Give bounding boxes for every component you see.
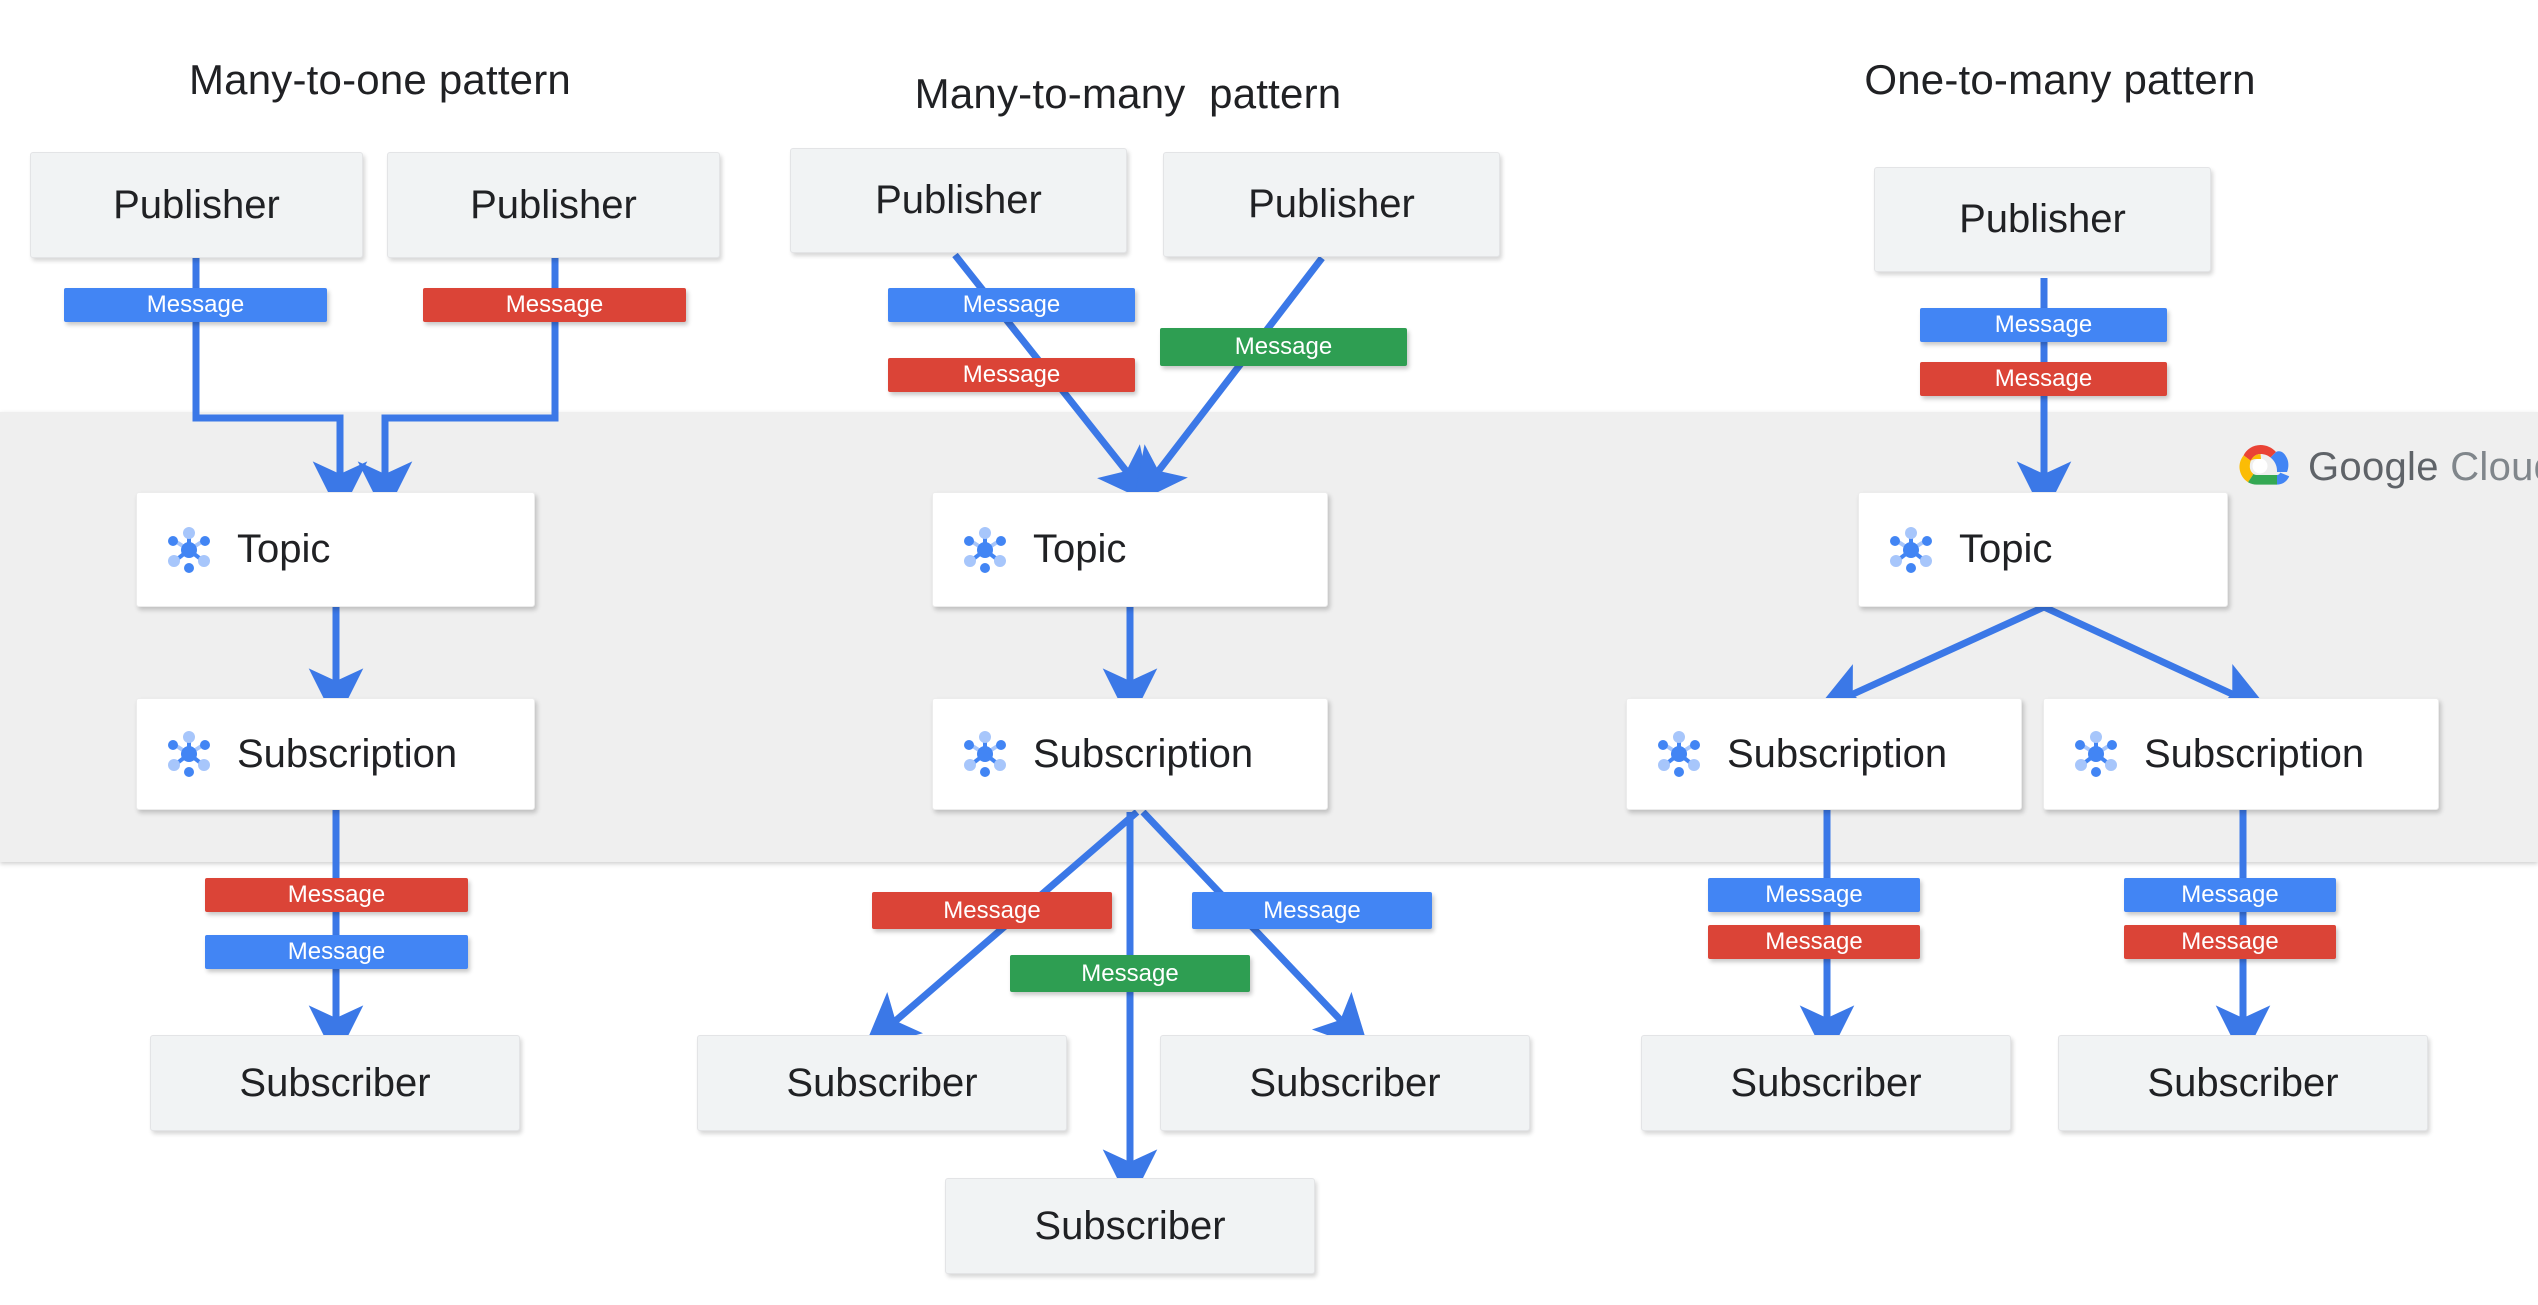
publisher-box-c2-1[interactable]: Publisher xyxy=(790,148,1127,253)
message-chip-c1-deliver-2[interactable]: Message xyxy=(205,935,468,969)
publisher-label: Publisher xyxy=(1959,197,2126,241)
column-title-many-to-one: Many-to-one pattern xyxy=(188,56,571,103)
message-chip-c2-deliver-2[interactable]: Message xyxy=(1192,892,1432,929)
subscriber-box-c3-2[interactable]: Subscriber xyxy=(2058,1035,2428,1131)
subscription-label: Subscription xyxy=(237,731,458,776)
subscriber-box-c3-1[interactable]: Subscriber xyxy=(1641,1035,2011,1131)
topic-label: Topic xyxy=(237,527,331,571)
topic-label: Topic xyxy=(1959,527,2053,571)
message-chip-c2-publish-3[interactable]: Message xyxy=(1160,328,1407,366)
publisher-box-c2-2[interactable]: Publisher xyxy=(1163,152,1500,257)
subscriber-label: Subscriber xyxy=(2147,1060,2339,1105)
message-chip-c2-publish-2[interactable]: Message xyxy=(888,358,1135,392)
subscription-box-c3-2[interactable]: Subscription xyxy=(2043,698,2439,810)
message-label: Message xyxy=(146,291,245,318)
google-cloud-logo-icon xyxy=(2239,445,2290,485)
pubsub-topic-icon xyxy=(1885,524,1937,576)
message-chip-c3-deliver-2[interactable]: Message xyxy=(1708,925,1920,959)
edge-msg1-topic xyxy=(192,322,368,517)
message-label: Message xyxy=(1994,311,2093,338)
message-label: Message xyxy=(287,881,386,908)
publisher-label: Publisher xyxy=(113,182,280,227)
column-title-one-to-many: One-to-many pattern xyxy=(1864,56,2256,103)
subscriber-label: Subscriber xyxy=(1034,1203,1226,1248)
subscriber-box-c1[interactable]: Subscriber xyxy=(150,1035,520,1131)
message-label: Message xyxy=(962,361,1061,388)
message-label: Message xyxy=(1765,928,1863,955)
message-label: Message xyxy=(1081,959,1179,987)
topic-label: Topic xyxy=(1033,527,1127,571)
topic-box-c2[interactable]: Topic xyxy=(932,492,1328,607)
message-label: Message xyxy=(1765,881,1863,908)
publisher-box-c1-2[interactable]: Publisher xyxy=(387,152,720,258)
subscriber-label: Subscriber xyxy=(239,1060,431,1105)
message-chip-c2-publish-1[interactable]: Message xyxy=(888,288,1135,322)
message-chip-c3-publish-2[interactable]: Message xyxy=(1920,362,2167,396)
pubsub-topic-icon xyxy=(959,524,1011,576)
message-chip-c3-deliver-4[interactable]: Message xyxy=(2124,925,2336,959)
message-chip-c2-deliver-1[interactable]: Message xyxy=(872,892,1112,929)
column-title-many-to-many: Many-to-many pattern xyxy=(914,70,1342,117)
message-label: Message xyxy=(962,291,1061,318)
message-chip-c1-publish-2[interactable]: Message xyxy=(423,288,686,322)
message-chip-c2-deliver-3[interactable]: Message xyxy=(1010,955,1250,992)
subscriber-box-c2-2[interactable]: Subscriber xyxy=(1160,1035,1530,1131)
edge-topic-sub-left-c3 xyxy=(1814,603,2046,714)
subscriber-label: Subscriber xyxy=(786,1060,978,1105)
brand-google: Google xyxy=(2308,444,2439,489)
edge-topic-sub-right-c3 xyxy=(2042,603,2271,714)
message-chip-c1-publish-1[interactable]: Message xyxy=(64,288,327,322)
subscription-label: Subscription xyxy=(2144,731,2365,776)
message-label: Message xyxy=(505,291,604,318)
message-label: Message xyxy=(1994,365,2093,392)
subscriber-label: Subscriber xyxy=(1730,1060,1922,1105)
subscription-label: Subscription xyxy=(1727,731,1948,776)
publisher-label: Publisher xyxy=(1248,182,1415,226)
publisher-box-c3[interactable]: Publisher xyxy=(1874,167,2211,272)
edge-pub2-topic-c2 xyxy=(1132,255,1325,505)
message-chip-c3-deliver-3[interactable]: Message xyxy=(2124,878,2336,912)
message-label: Message xyxy=(1234,333,1333,360)
subscription-box-c3-1[interactable]: Subscription xyxy=(1626,698,2022,810)
subscription-label: Subscription xyxy=(1033,731,1254,776)
message-chip-c3-publish-1[interactable]: Message xyxy=(1920,308,2167,342)
message-label: Message xyxy=(2181,928,2279,955)
pubsub-subscription-icon xyxy=(1653,728,1705,780)
subscriber-box-c2-3[interactable]: Subscriber xyxy=(945,1178,1315,1274)
message-label: Message xyxy=(1263,896,1361,924)
pubsub-subscription-icon xyxy=(959,728,1011,780)
message-label: Message xyxy=(287,938,386,965)
subscription-box-c1[interactable]: Subscription xyxy=(136,698,535,810)
google-cloud-wordmark: Google Cloud xyxy=(2308,445,2538,490)
message-label: Message xyxy=(2181,881,2279,908)
subscriber-label: Subscriber xyxy=(1249,1060,1441,1105)
google-cloud-branding: Google Cloud xyxy=(2236,444,2538,490)
publisher-label: Publisher xyxy=(470,182,637,227)
topic-box-c1[interactable]: Topic xyxy=(136,492,535,607)
message-label: Message xyxy=(943,896,1041,924)
publisher-label: Publisher xyxy=(875,178,1042,222)
brand-cloud: Cloud xyxy=(2450,444,2538,489)
subscriber-box-c2-1[interactable]: Subscriber xyxy=(697,1035,1067,1131)
pubsub-subscription-icon xyxy=(163,728,215,780)
publisher-box-c1-1[interactable]: Publisher xyxy=(30,152,363,258)
pubsub-subscription-icon xyxy=(2070,728,2122,780)
message-chip-c3-deliver-1[interactable]: Message xyxy=(1708,878,1920,912)
topic-box-c3[interactable]: Topic xyxy=(1858,492,2228,607)
pubsub-topic-icon xyxy=(163,524,215,576)
message-chip-c1-deliver-1[interactable]: Message xyxy=(205,878,468,912)
subscription-box-c2[interactable]: Subscription xyxy=(932,698,1328,810)
edge-msg2-topic xyxy=(357,322,559,517)
